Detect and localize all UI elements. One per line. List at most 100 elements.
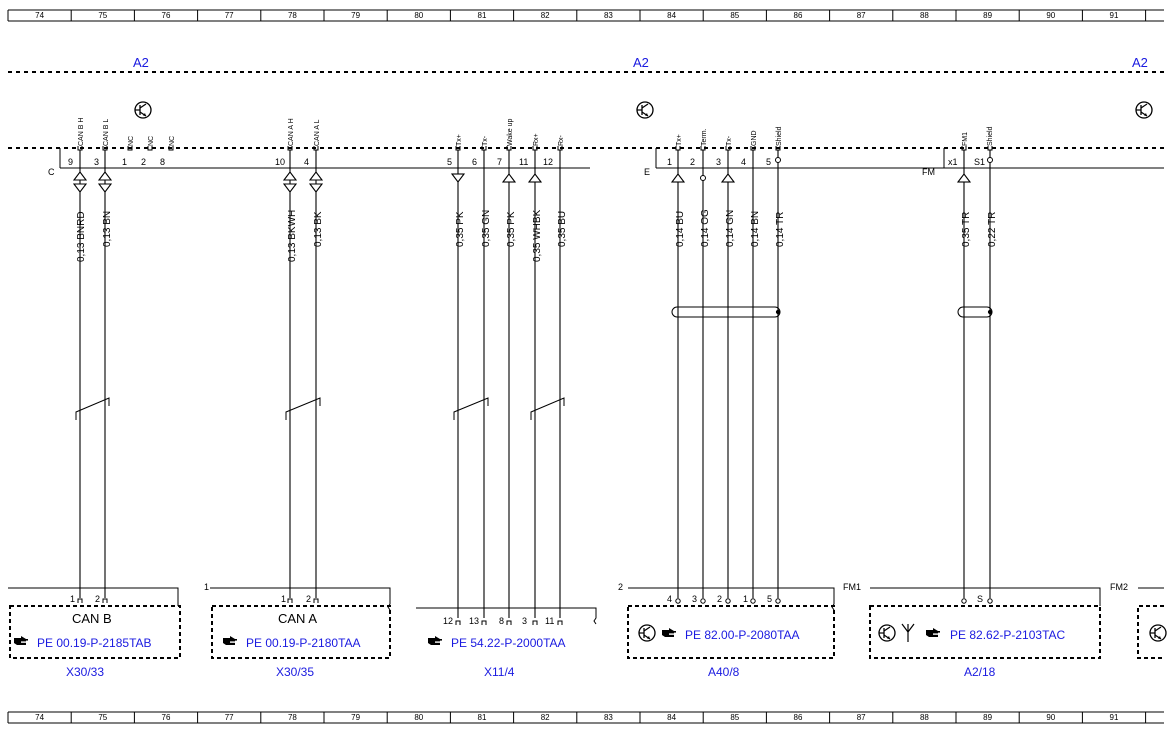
connector-e-label: E — [644, 167, 650, 177]
area-label-a2: A2 — [633, 55, 649, 70]
ruler-number: 86 — [794, 11, 803, 20]
ruler-number: 86 — [794, 713, 803, 722]
document-reference-link[interactable]: PE 82.62-P-2103TAC — [950, 628, 1066, 642]
svg-text:4: 4 — [667, 594, 672, 604]
ruler-number: 90 — [1046, 11, 1055, 20]
svg-text:0,35 TR: 0,35 TR — [961, 212, 972, 247]
component-frames — [8, 587, 1164, 625]
pin-number: 4 — [741, 157, 746, 167]
pin-signal-label: NC — [128, 136, 135, 146]
pin-signal-label: Rx+ — [533, 133, 540, 146]
twisted-pair-marks — [75, 397, 565, 420]
pin-signal-label: Term. — [701, 128, 708, 146]
pin-number: 5 — [766, 157, 771, 167]
signal-direction-arrows — [72, 171, 972, 193]
ruler-number: 90 — [1046, 713, 1055, 722]
component-code: X30/33 — [66, 665, 104, 679]
pin-signal-label: CAN A H — [288, 118, 295, 146]
frame-label: 2 — [618, 582, 623, 592]
pin-signal-label: NC — [169, 136, 176, 146]
pin-signal-label: Tx- — [726, 135, 733, 146]
ruler-number: 82 — [541, 713, 550, 722]
wire-color-labels: 0,13 BNRD 0,13 BN 0,13 BKWH 0,13 BK 0,35… — [76, 209, 998, 262]
svg-text:8: 8 — [499, 616, 504, 626]
connector-c-label: C — [48, 167, 55, 177]
pin-number: 9 — [68, 157, 73, 167]
pointing-hand-icon — [14, 636, 28, 645]
component-pins: 1 2 1 2 12 13 8 3 11 4 3 2 1 5 S — [70, 594, 983, 626]
svg-text:5: 5 — [767, 594, 772, 604]
svg-text:0,35 PK: 0,35 PK — [455, 211, 466, 247]
pin-number: 2 — [141, 157, 146, 167]
pin-number: 8 — [160, 157, 165, 167]
transistor-icon — [636, 101, 654, 119]
component-title: CAN A — [278, 611, 317, 626]
transistor-icon — [1149, 624, 1167, 642]
top-ruler: 74757677787980818283848586878889909192 — [7, 9, 1164, 22]
document-reference-link[interactable]: PE 00.19-P-2185TAB — [37, 636, 152, 650]
frame-label: 1 — [204, 582, 209, 592]
ruler-number: 89 — [983, 11, 992, 20]
svg-text:0,14 TR: 0,14 TR — [775, 212, 786, 247]
terminal-circles — [700, 157, 993, 181]
svg-text:3: 3 — [692, 594, 697, 604]
svg-text:1: 1 — [281, 594, 286, 604]
pin-signal-label: Tx+ — [456, 134, 463, 146]
pin-number: 1 — [122, 157, 127, 167]
transistor-icon — [638, 624, 656, 642]
pin-number: 6 — [472, 157, 477, 167]
bottom-ruler: 74757677787980818283848586878889909192 — [7, 711, 1164, 724]
svg-text:0,13 BK: 0,13 BK — [313, 211, 324, 247]
svg-text:11: 11 — [545, 616, 554, 626]
pin-number: 3 — [716, 157, 721, 167]
ruler-number: 83 — [604, 713, 613, 722]
ruler-number: 79 — [351, 713, 360, 722]
frame-label: FM2 — [1110, 582, 1128, 592]
pointing-hand-icon — [223, 636, 237, 645]
pin-number: 12 — [543, 157, 553, 167]
pin-signal-label: Tx- — [482, 135, 489, 146]
pin-signal-label: CAN A L — [314, 119, 321, 146]
ruler-number: 81 — [478, 713, 487, 722]
svg-text:0,35 BU: 0,35 BU — [557, 211, 568, 247]
transistor-icon — [1135, 101, 1153, 119]
ruler-number: 79 — [351, 11, 360, 20]
component-code: X11/4 — [484, 665, 515, 679]
ruler-number: 76 — [162, 713, 171, 722]
svg-text:0,14 OG: 0,14 OG — [700, 209, 711, 247]
ruler-number: 83 — [604, 11, 613, 20]
document-reference-link[interactable]: PE 54.22-P-2000TAA — [451, 636, 566, 650]
ruler-number: 80 — [414, 713, 423, 722]
svg-text:0,14 BU: 0,14 BU — [675, 211, 686, 247]
wires — [79, 150, 991, 618]
ruler-number: 84 — [667, 713, 676, 722]
ruler-number: 85 — [730, 11, 739, 20]
pin-number: 7 — [497, 157, 502, 167]
ruler-number: 88 — [920, 11, 929, 20]
pin-number: 11 — [519, 157, 528, 167]
svg-text:1: 1 — [70, 594, 75, 604]
document-reference-link[interactable]: PE 82.00-P-2080TAA — [685, 628, 800, 642]
svg-text:0,14 BN: 0,14 BN — [750, 211, 761, 247]
arrow-bars — [452, 173, 970, 183]
pin-number: 10 — [275, 157, 285, 167]
svg-text:13: 13 — [469, 616, 479, 626]
svg-text:1: 1 — [743, 594, 748, 604]
ruler-number: 84 — [667, 11, 676, 20]
area-label-a2: A2 — [1132, 55, 1148, 70]
component-code: A2/18 — [964, 665, 996, 679]
pin-signal-label: Tx+ — [676, 134, 683, 146]
ruler-number: 91 — [1110, 11, 1119, 20]
pin-signal-label: Shield — [776, 126, 783, 146]
svg-text:S: S — [977, 594, 983, 604]
svg-text:0,13 BNRD: 0,13 BNRD — [76, 211, 87, 262]
svg-text:2: 2 — [95, 594, 100, 604]
pin-number: x1 — [948, 157, 958, 167]
pin-number: 1 — [667, 157, 672, 167]
document-reference-link[interactable]: PE 00.19-P-2180TAA — [246, 636, 361, 650]
pin-signal-label: Shield — [987, 126, 994, 146]
ruler-number: 78 — [288, 11, 297, 20]
pin-number: S1 — [974, 157, 985, 167]
svg-text:2: 2 — [306, 594, 311, 604]
